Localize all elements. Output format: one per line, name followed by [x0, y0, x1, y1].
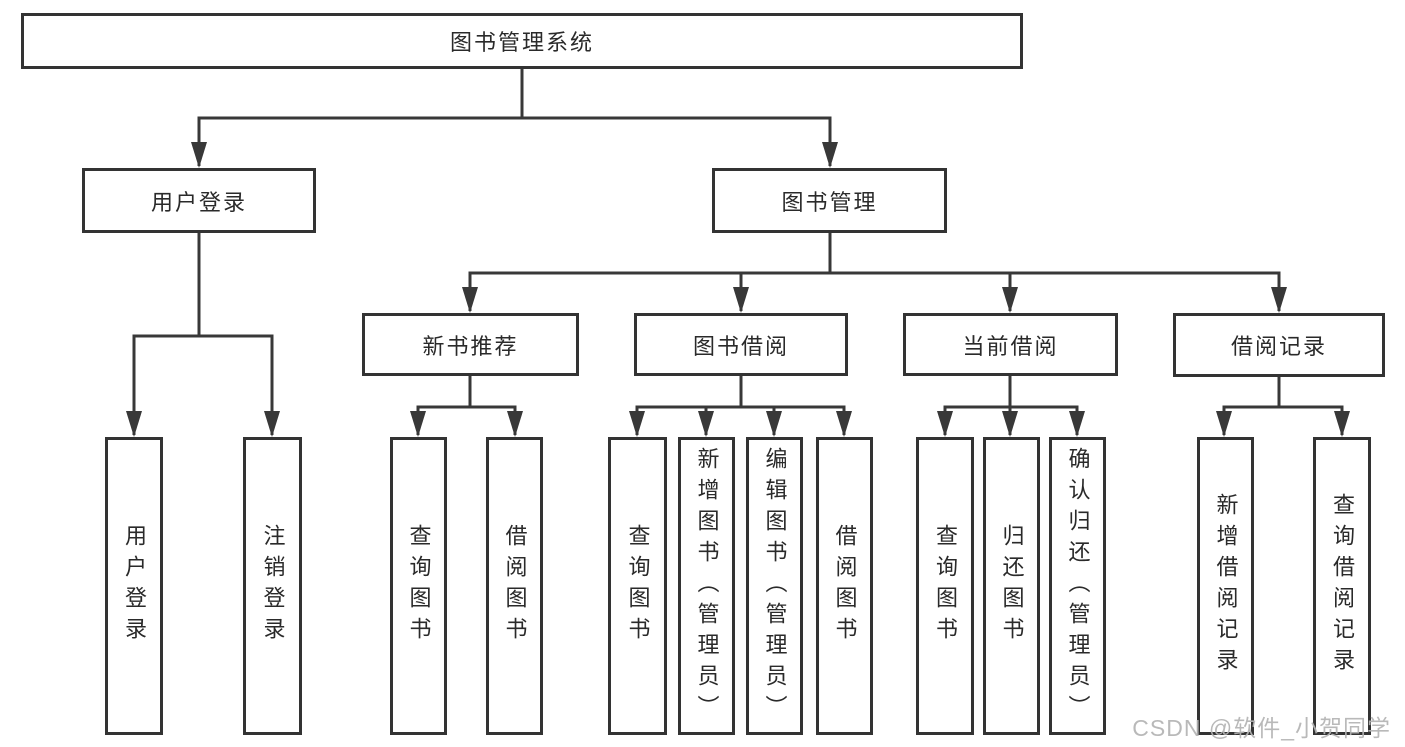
leaf-recommend-borrow-books: 借阅图书 [486, 437, 543, 735]
arrowheads [126, 142, 1350, 437]
leaf-logout: 注销登录 [243, 437, 302, 735]
leaf-user-login: 用户登录 [105, 437, 163, 735]
node-book-management-branch: 图书管理 [712, 168, 947, 233]
node-book-borrowing: 图书借阅 [634, 313, 848, 376]
node-new-book-recommendation: 新书推荐 [362, 313, 579, 376]
leaf-edit-books-admin: 编辑图书（管理员） [746, 437, 803, 735]
node-user-login-branch: 用户登录 [82, 168, 316, 233]
leaf-query-borrow-record: 查询借阅记录 [1313, 437, 1371, 735]
leaf-confirm-return-admin: 确认归还（管理员） [1049, 437, 1106, 735]
leaf-borrow-books: 借阅图书 [816, 437, 873, 735]
leaf-recommend-query-books: 查询图书 [390, 437, 447, 735]
node-current-borrowing: 当前借阅 [903, 313, 1118, 376]
node-borrowing-records: 借阅记录 [1173, 313, 1385, 377]
csdn-watermark: CSDN @软件_小贺同学 [1132, 715, 1391, 741]
leaf-return-books: 归还图书 [983, 437, 1040, 735]
node-root-system: 图书管理系统 [21, 13, 1023, 69]
leaf-add-borrow-record: 新增借阅记录 [1197, 437, 1254, 735]
leaf-borrow-query-books: 查询图书 [608, 437, 667, 735]
leaf-current-query-books: 查询图书 [916, 437, 974, 735]
leaf-add-books-admin: 新增图书（管理员） [678, 437, 735, 735]
